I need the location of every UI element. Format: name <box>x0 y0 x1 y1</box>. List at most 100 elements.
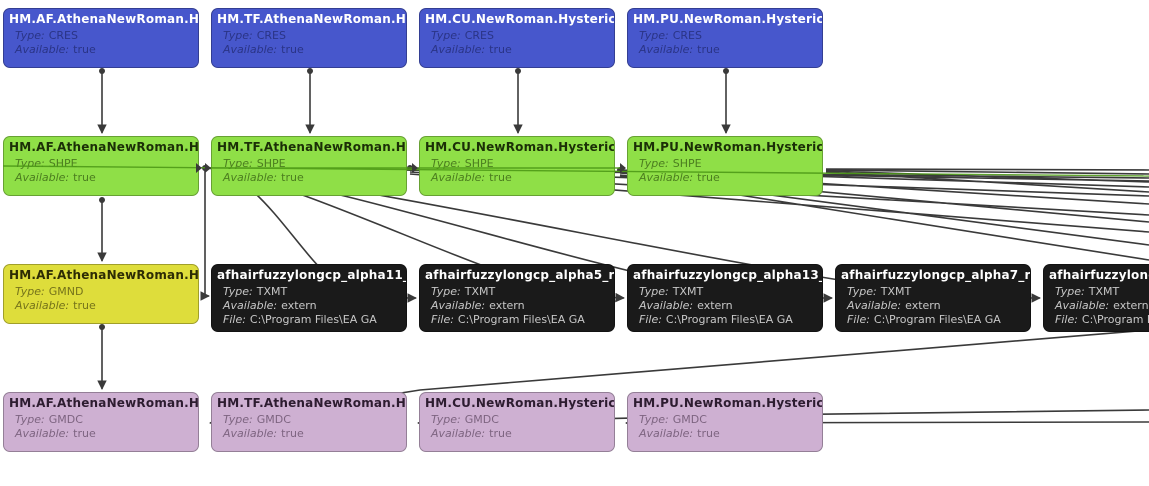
edge-origin-dot <box>202 165 208 171</box>
node-available: true <box>281 171 304 184</box>
node-available: true <box>697 427 720 440</box>
node-available: true <box>281 43 304 56</box>
node-type-row: Type:SHPE <box>223 157 286 170</box>
node-available-row: Available:extern <box>223 299 317 312</box>
gmdc-node-tf[interactable]: HM.TF.AthenaNewRoman.Hy Type:GMDC Availa… <box>211 392 407 452</box>
node-type-row: Type:TXMT <box>1055 285 1120 298</box>
edge-origin-dot <box>407 165 413 171</box>
node-available: true <box>489 43 512 56</box>
edge-to-txmt-1 <box>200 168 210 301</box>
node-type: GMND <box>48 285 84 298</box>
node-title: afhairfuzzylongcp_alpha5_re <box>425 268 614 282</box>
node-type: SHPE <box>464 157 494 170</box>
node-file: C:\Program Files\EA GA <box>1081 313 1149 326</box>
edge-origin-dot <box>307 68 313 74</box>
node-available-row: Available:true <box>639 171 720 184</box>
node-available-row: Available:extern <box>847 299 941 312</box>
node-file-row: File:C:\Program Files\EA GA <box>1044 313 1149 327</box>
node-available-row: Available:true <box>431 427 512 440</box>
node-title: HM.TF.AthenaNewRoman.Hy <box>217 140 406 154</box>
node-type: GMDC <box>672 413 707 426</box>
txmt-node-4[interactable]: afhairfuzzylongcp_alpha7_re Type:TXMT Av… <box>835 264 1031 332</box>
node-available-row: Available:true <box>223 43 304 56</box>
node-available-row: Available:true <box>431 43 512 56</box>
node-title: HM.AF.AthenaNewRoman.Hy <box>9 396 198 410</box>
node-available: extern <box>697 299 733 312</box>
node-file: C:\Program Files\EA GA <box>457 313 585 326</box>
node-type: GMDC <box>464 413 499 426</box>
node-available-row: Available:true <box>223 427 304 440</box>
txmt-node-2[interactable]: afhairfuzzylongcp_alpha5_re Type:TXMT Av… <box>419 264 615 332</box>
node-file-row: File:C:\Program Files\EA GA <box>847 313 1001 326</box>
edge-origin-dot <box>99 324 105 330</box>
cres-node-pu[interactable]: HM.PU.NewRoman.Hysterical Type:CRES Avai… <box>627 8 823 68</box>
node-available: extern <box>1113 299 1149 312</box>
node-file: C:\Program Files\EA GA <box>873 313 1001 326</box>
node-type-row: Type:TXMT <box>639 285 704 298</box>
gmdc-node-pu[interactable]: HM.PU.NewRoman.Hysterical Type:GMDC Avai… <box>627 392 823 452</box>
node-type-row: Type:GMDC <box>15 413 83 426</box>
node-title: HM.PU.NewRoman.Hysterical <box>633 396 822 410</box>
shpe-node-pu[interactable]: HM.PU.NewRoman.Hysterical Type:SHPE Avai… <box>627 136 823 196</box>
node-available: extern <box>905 299 941 312</box>
node-title: HM.PU.NewRoman.Hysterical <box>633 12 822 26</box>
cres-node-tf[interactable]: HM.TF.AthenaNewRoman.Hy Type:CRES Availa… <box>211 8 407 68</box>
node-type-row: Type:GMND <box>15 285 84 298</box>
txmt-node-3[interactable]: afhairfuzzylongcp_alpha13_r Type:TXMT Av… <box>627 264 823 332</box>
node-available-row: Available:true <box>639 43 720 56</box>
edge-origin-dot <box>515 68 521 74</box>
node-available: true <box>73 43 96 56</box>
node-title: HM.AF.AthenaNewRoman.Hy <box>9 12 198 26</box>
node-available: extern <box>489 299 525 312</box>
cres-node-af[interactable]: HM.AF.AthenaNewRoman.Hy Type:CRES Availa… <box>3 8 199 68</box>
node-available-row: Available:extern <box>431 299 525 312</box>
shpe-node-cu[interactable]: HM.CU.NewRoman.Hysterical Type:SHPE Avai… <box>419 136 615 196</box>
node-type-row: Type:SHPE <box>431 157 494 170</box>
node-available: true <box>489 171 512 184</box>
node-available: true <box>73 427 96 440</box>
edge-origin-dot <box>723 68 729 74</box>
shpe-node-tf[interactable]: HM.TF.AthenaNewRoman.Hy Type:SHPE Availa… <box>211 136 407 196</box>
cres-node-cu[interactable]: HM.CU.NewRoman.Hysterical Type:CRES Avai… <box>419 8 615 68</box>
node-available: extern <box>281 299 317 312</box>
node-title: afhairfuzzylongcp_alpha7_re <box>841 268 1030 282</box>
node-type-row: Type:CRES <box>15 29 78 42</box>
node-type-row: Type:TXMT <box>847 285 912 298</box>
txmt-node-5[interactable]: afhairfuzzylongcp_alpha3_re Type:TXMT Av… <box>1043 264 1149 332</box>
node-type-row: Type:CRES <box>223 29 286 42</box>
node-available-row: Available:true <box>431 171 512 184</box>
node-type: GMDC <box>256 413 291 426</box>
gmdc-node-cu[interactable]: HM.CU.NewRoman.Hysterical Type:GMDC Avai… <box>419 392 615 452</box>
node-type-row: Type:GMDC <box>223 413 291 426</box>
edge-origin-dot <box>99 197 105 203</box>
node-title: HM.CU.NewRoman.Hysterical <box>425 396 614 410</box>
node-title: HM.CU.NewRoman.Hysterical <box>425 12 614 26</box>
node-type-row: Type:SHPE <box>639 157 702 170</box>
node-type: TXMT <box>256 285 288 298</box>
edge-fan-14 <box>825 171 1149 193</box>
gmdc-node-af[interactable]: HM.AF.AthenaNewRoman.Hy Type:GMDC Availa… <box>3 392 199 452</box>
node-available-row: Available:true <box>15 299 96 312</box>
node-available-row: Available:true <box>639 427 720 440</box>
node-type: TXMT <box>464 285 496 298</box>
node-type-row: Type:GMDC <box>431 413 499 426</box>
node-file-row: File:C:\Program Files\EA GA <box>431 313 585 326</box>
node-type-row: Type:TXMT <box>223 285 288 298</box>
node-type: CRES <box>464 29 494 42</box>
shpe-node-af[interactable]: HM.AF.AthenaNewRoman.Hy Type:SHPE Availa… <box>3 136 199 196</box>
gmnd-node-af[interactable]: HM.AF.AthenaNewRoman.Hy Type:GMND Availa… <box>3 264 199 324</box>
node-type: TXMT <box>880 285 912 298</box>
node-type: TXMT <box>672 285 704 298</box>
node-title: HM.AF.AthenaNewRoman.Hy <box>9 268 198 282</box>
txmt-node-1[interactable]: afhairfuzzylongcp_alpha11_r Type:TXMT Av… <box>211 264 407 332</box>
node-available-row: Available:extern <box>639 299 733 312</box>
node-available: true <box>697 171 720 184</box>
node-file: C:\Program Files\EA GA <box>665 313 793 326</box>
node-title: HM.TF.AthenaNewRoman.Hy <box>217 396 406 410</box>
node-title: HM.AF.AthenaNewRoman.Hy <box>9 140 198 154</box>
node-available-row: Available:true <box>223 171 304 184</box>
node-available: true <box>73 299 96 312</box>
node-type: SHPE <box>48 157 78 170</box>
node-available-row: Available:extern <box>1055 299 1149 312</box>
node-title: HM.CU.NewRoman.Hysterical <box>425 140 614 154</box>
